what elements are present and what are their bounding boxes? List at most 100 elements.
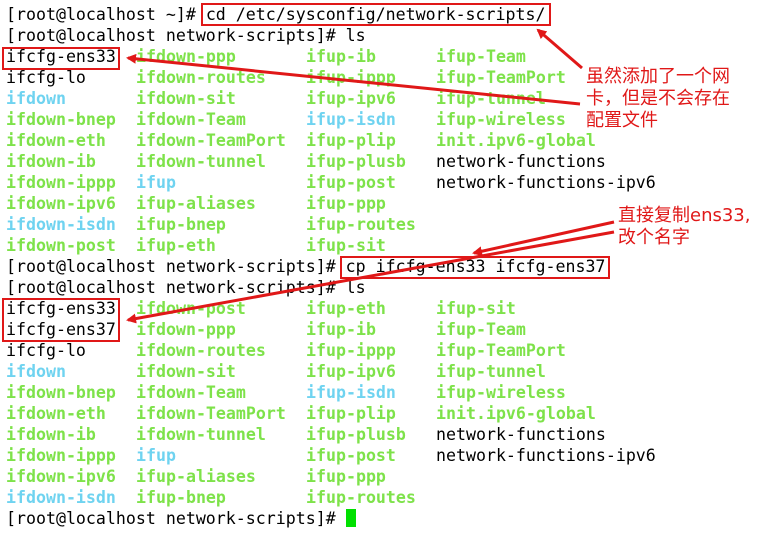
block-cursor-icon	[345, 509, 356, 527]
command-ls: ls	[345, 278, 366, 297]
file-entry: ifup-ipv6	[306, 362, 396, 381]
file-entry: ifcfg-ens33	[6, 47, 116, 66]
file-entry: ifup-ippp	[306, 341, 396, 360]
prompt: [root@localhost network-scripts]#	[6, 278, 346, 297]
prompt: [root@localhost network-scripts]#	[6, 257, 346, 276]
file-entry: ifup-ib	[306, 47, 376, 66]
file-entry: ifup-eth	[136, 236, 216, 255]
file-entry: ifup-wireless	[436, 110, 566, 129]
terminal-output[interactable]: [root@localhost ~]# cd /etc/sysconfig/ne…	[6, 4, 656, 529]
terminal-line-ls: [root@localhost network-scripts]# ls	[6, 25, 605, 46]
file-entry: ifdown-eth	[6, 404, 106, 423]
file-entry: ifup-wireless	[436, 383, 566, 402]
file-entry: ifup-plusb	[306, 152, 406, 171]
file-entry: ifdown-routes	[136, 68, 266, 87]
file-entry: ifup	[136, 446, 176, 465]
file-entry: ifup-bnep	[136, 488, 226, 507]
terminal-line-cd: [root@localhost ~]# cd /etc/sysconfig/ne…	[6, 4, 605, 25]
red-arrow-icon	[472, 220, 615, 257]
ls-row: ifdown ifdown-sit ifup-ipv6 ifup-tunnel	[6, 361, 605, 382]
file-entry: ifup-Team	[436, 47, 526, 66]
file-entry: ifup-ib	[306, 320, 376, 339]
file-entry: network-functions	[436, 425, 606, 444]
file-entry: ifup-post	[306, 446, 396, 465]
file-entry: ifup-plusb	[306, 425, 406, 444]
file-entry: ifup-ipv6	[306, 89, 396, 108]
file-entry: ifdown-post	[6, 236, 116, 255]
file-entry: ifup-TeamPort	[436, 341, 566, 360]
file-entry: ifup	[136, 173, 176, 192]
file-entry: ifdown-Team	[136, 110, 246, 129]
ls-row: ifdown-ippp ifup ifup-post network-function…	[6, 172, 656, 193]
file-entry: ifup-Team	[436, 320, 526, 339]
file-entry: ifup-tunnel	[436, 89, 546, 108]
ls-row: ifdown-eth ifdown-TeamPort ifup-plip init.i…	[6, 130, 605, 151]
file-entry: ifup-post	[306, 173, 396, 192]
ls-listing-after: ifcfg-ens33ifdown-postifup-ethifup-sitif…	[6, 298, 656, 508]
red-arrow-icon	[536, 28, 583, 70]
file-entry: ifcfg-ens33	[6, 299, 116, 318]
file-entry: ifdown-sit	[136, 89, 236, 108]
file-entry: network-functions-ipv6	[436, 173, 656, 192]
file-entry: ifdown-ib	[6, 152, 96, 171]
command-ls: ls	[345, 26, 366, 45]
file-entry: network-functions	[436, 152, 606, 171]
file-entry: ifdown-routes	[136, 341, 266, 360]
file-entry: ifdown-Team	[136, 383, 246, 402]
file-entry: ifup-ppp	[306, 467, 386, 486]
file-entry: ifdown-sit	[136, 362, 236, 381]
file-entry: ifdown-ippp	[6, 173, 116, 192]
file-entry: ifup-sit	[436, 299, 516, 318]
file-entry: ifdown	[6, 362, 66, 381]
terminal-line-prompt[interactable]: [root@localhost network-scripts]#	[6, 508, 605, 529]
ls-row: ifdown-ippp ifup ifup-post network-function…	[6, 445, 656, 466]
file-entry: ifdown-ipv6	[6, 194, 116, 213]
file-entry: ifdown-bnep	[6, 383, 116, 402]
annotation-note-2: 直接复制ens33, 改个名字	[618, 205, 751, 248]
file-entry: ifdown-tunnel	[136, 152, 266, 171]
terminal-line-ls-2: [root@localhost network-scripts]# ls	[6, 277, 605, 298]
file-entry: ifcfg-ens37	[6, 320, 116, 339]
file-entry: ifup-routes	[306, 215, 416, 234]
ls-row: ifdown-isdn ifup-bnep ifup-routes	[6, 487, 605, 508]
annotation-note-1: 虽然添加了一个网 卡，但是不会存在 配置文件	[586, 66, 730, 131]
file-entry: ifup-plip	[306, 131, 396, 150]
file-entry: ifcfg-lo	[6, 68, 86, 87]
file-entry: ifdown-ippp	[6, 446, 116, 465]
prompt: [root@localhost network-scripts]#	[6, 509, 346, 528]
red-arrow-icon	[126, 53, 581, 106]
file-entry: ifdown-ipv6	[6, 467, 116, 486]
highlight-new-files	[2, 298, 120, 342]
file-entry: network-functions-ipv6	[436, 446, 656, 465]
file-entry: ifup-sit	[306, 236, 386, 255]
file-entry: ifdown-TeamPort	[136, 131, 286, 150]
file-entry: init.ipv6-global	[436, 131, 596, 150]
file-entry: ifup-plip	[306, 404, 396, 423]
red-arrow-icon	[126, 230, 615, 324]
ls-row: ifdown ifdown-sit ifup-ipv6 ifup-tunnel	[6, 88, 605, 109]
file-entry: ifup-aliases	[136, 194, 256, 213]
file-entry: ifdown	[6, 89, 66, 108]
file-entry: ifup-isdn	[306, 110, 396, 129]
file-entry: ifup-tunnel	[436, 362, 546, 381]
file-entry: ifdown-tunnel	[136, 425, 266, 444]
ls-row: ifdown-bnep ifdown-Team ifup-isdn ifup-wire…	[6, 109, 605, 130]
file-entry: init.ipv6-global	[436, 404, 596, 423]
file-entry: ifdown-bnep	[6, 110, 116, 129]
ls-row: ifdown-post ifup-eth ifup-sit	[6, 235, 605, 256]
file-entry: ifdown-isdn	[6, 488, 116, 507]
file-entry: ifup-routes	[306, 488, 416, 507]
file-entry: ifdown-ppp	[136, 320, 236, 339]
file-entry: ifdown-eth	[6, 131, 106, 150]
